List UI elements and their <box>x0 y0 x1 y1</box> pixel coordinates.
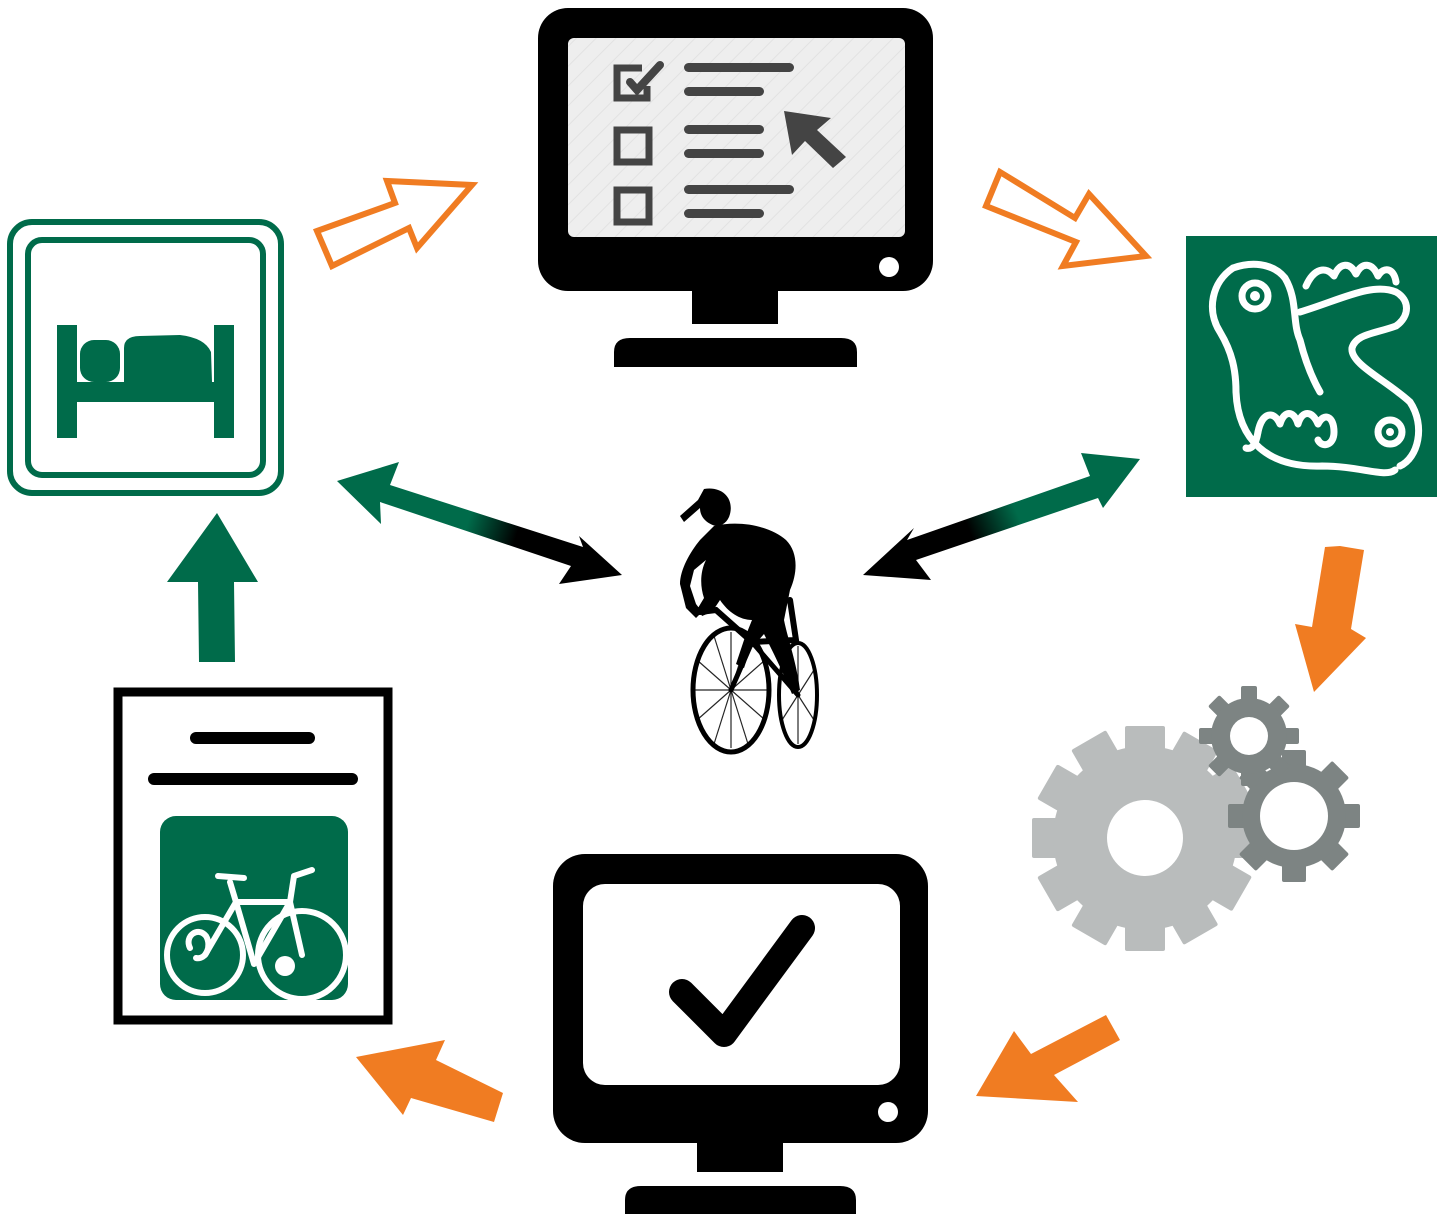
small-gear-icon <box>1199 686 1299 786</box>
cyclist-silhouette-icon <box>680 488 819 755</box>
empty-box-icon <box>613 126 653 166</box>
large-gear-icon <box>1032 726 1257 951</box>
flow-arrow-gears-to-confirmation <box>976 1015 1120 1102</box>
flow-arrow-cyclist-accommodation <box>337 462 622 584</box>
gears-icon <box>1032 686 1360 951</box>
cursor-arrow-icon <box>784 111 846 168</box>
empty-box-icon <box>613 186 653 226</box>
flow-arrow-cyclist-logo <box>863 453 1140 580</box>
medium-gear-icon <box>1228 750 1360 882</box>
monitor-checkmark-icon <box>553 854 928 1214</box>
flow-arrow-form-to-logo <box>982 167 1153 270</box>
flow-arrow-voucher-to-accommodation <box>167 513 258 662</box>
flow-arrow-confirmation-to-voucher <box>356 1040 503 1122</box>
bed-sign-icon <box>7 219 284 496</box>
flow-arrow-accommodation-to-form <box>312 177 479 271</box>
monitor-checklist-icon <box>538 8 933 367</box>
checked-box-icon <box>613 61 664 102</box>
bike-voucher-document-icon <box>113 687 393 1025</box>
bicycle-icon <box>164 867 349 1002</box>
checkmark-icon <box>669 915 815 1047</box>
flow-arrow-logo-to-gears <box>1295 546 1366 692</box>
bird-logo-icon <box>1186 236 1437 497</box>
